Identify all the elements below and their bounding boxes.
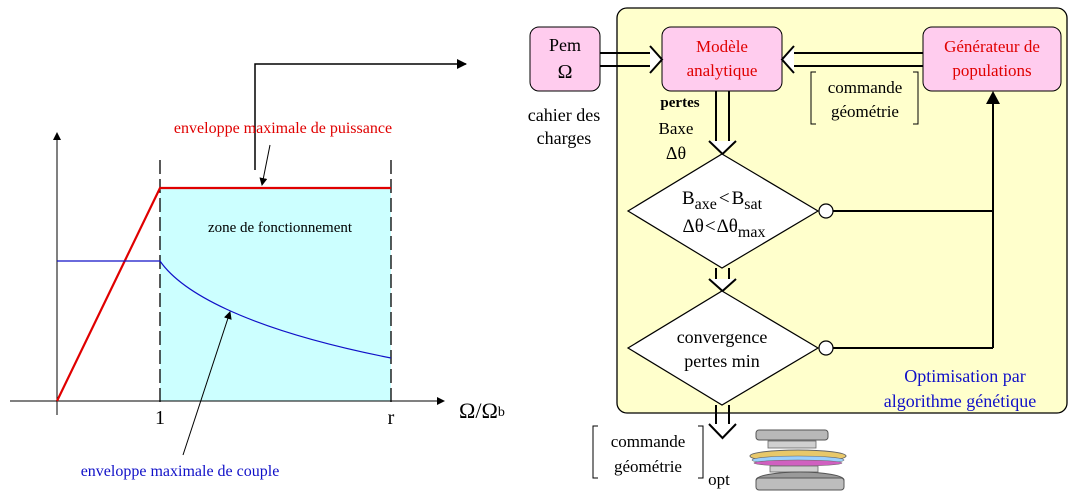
command-bottom-line1: commande <box>611 432 686 451</box>
x-axis-label: Ω/Ωb <box>459 398 505 423</box>
torque-annotation-arrow <box>182 311 232 456</box>
decision2-line1: convergence <box>677 327 768 347</box>
command-bottom-line2: géométrie <box>614 457 682 476</box>
input-caption-line2: charges <box>537 128 592 148</box>
tick-1-label: 1 <box>155 407 165 429</box>
optim-label-line1: Optimisation par <box>904 366 1025 386</box>
command-bottom-bracket-right <box>698 425 704 479</box>
command-top-bracket-left <box>810 71 816 125</box>
optimisation-flow: Pem Ω cahier des charges Modèle analytiq… <box>528 7 1068 491</box>
torque-envelope-line <box>57 260 392 359</box>
generator-box <box>922 26 1062 92</box>
power-envelope-line <box>56 186 391 402</box>
command-bottom-bracket-left <box>592 425 598 479</box>
command-top-bracket-right <box>913 71 919 125</box>
input-caption-line1: cahier des <box>528 105 600 125</box>
saturation-check-diamond <box>626 153 820 269</box>
output-dtheta: Δθ <box>666 143 686 163</box>
model-box-line1: Modèle <box>696 37 748 56</box>
output-baxe: Baxe <box>659 119 694 138</box>
power-annotation-arrow <box>259 144 271 186</box>
decision2-to-output-arrow <box>708 405 737 440</box>
tick-r-label: r <box>388 407 395 429</box>
decision1-line1: Baxe<Bsat <box>682 188 763 213</box>
input-to-model-arrow <box>600 45 664 74</box>
torque-envelope-label: enveloppe maximale de couple <box>81 463 280 480</box>
decision2-line2: pertes min <box>684 351 759 371</box>
machine-illustration <box>749 429 847 491</box>
output-pertes: pertes <box>660 95 699 111</box>
decision2-no-port <box>818 340 834 356</box>
operating-envelope-chart: enveloppe maximale de puissance zone de … <box>10 59 505 480</box>
command-top-line1: commande <box>828 78 903 97</box>
command-top-line2: géométrie <box>831 102 899 121</box>
generator-to-model-arrow <box>780 45 923 74</box>
decision1-no-port <box>818 203 834 219</box>
feedback-arrowhead <box>986 91 1000 104</box>
power-envelope-label: enveloppe maximale de puissance <box>174 120 392 137</box>
zone-label: zone de fonctionnement <box>208 220 353 236</box>
convergence-check-diamond <box>626 290 820 406</box>
model-box-line2: analytique <box>687 61 758 80</box>
input-box-line1: Pem <box>549 35 581 55</box>
link-arrow <box>254 59 467 170</box>
command-bottom-sub: opt <box>708 470 730 489</box>
optim-label-line2: algorithme génétique <box>884 391 1036 411</box>
generator-box-line1: Générateur de <box>944 37 1040 56</box>
generator-box-line2: populations <box>952 61 1031 80</box>
input-box-line2: Ω <box>558 61 573 83</box>
decision1-line2: Δθ<Δθmax <box>683 216 766 241</box>
input-box <box>529 26 601 92</box>
